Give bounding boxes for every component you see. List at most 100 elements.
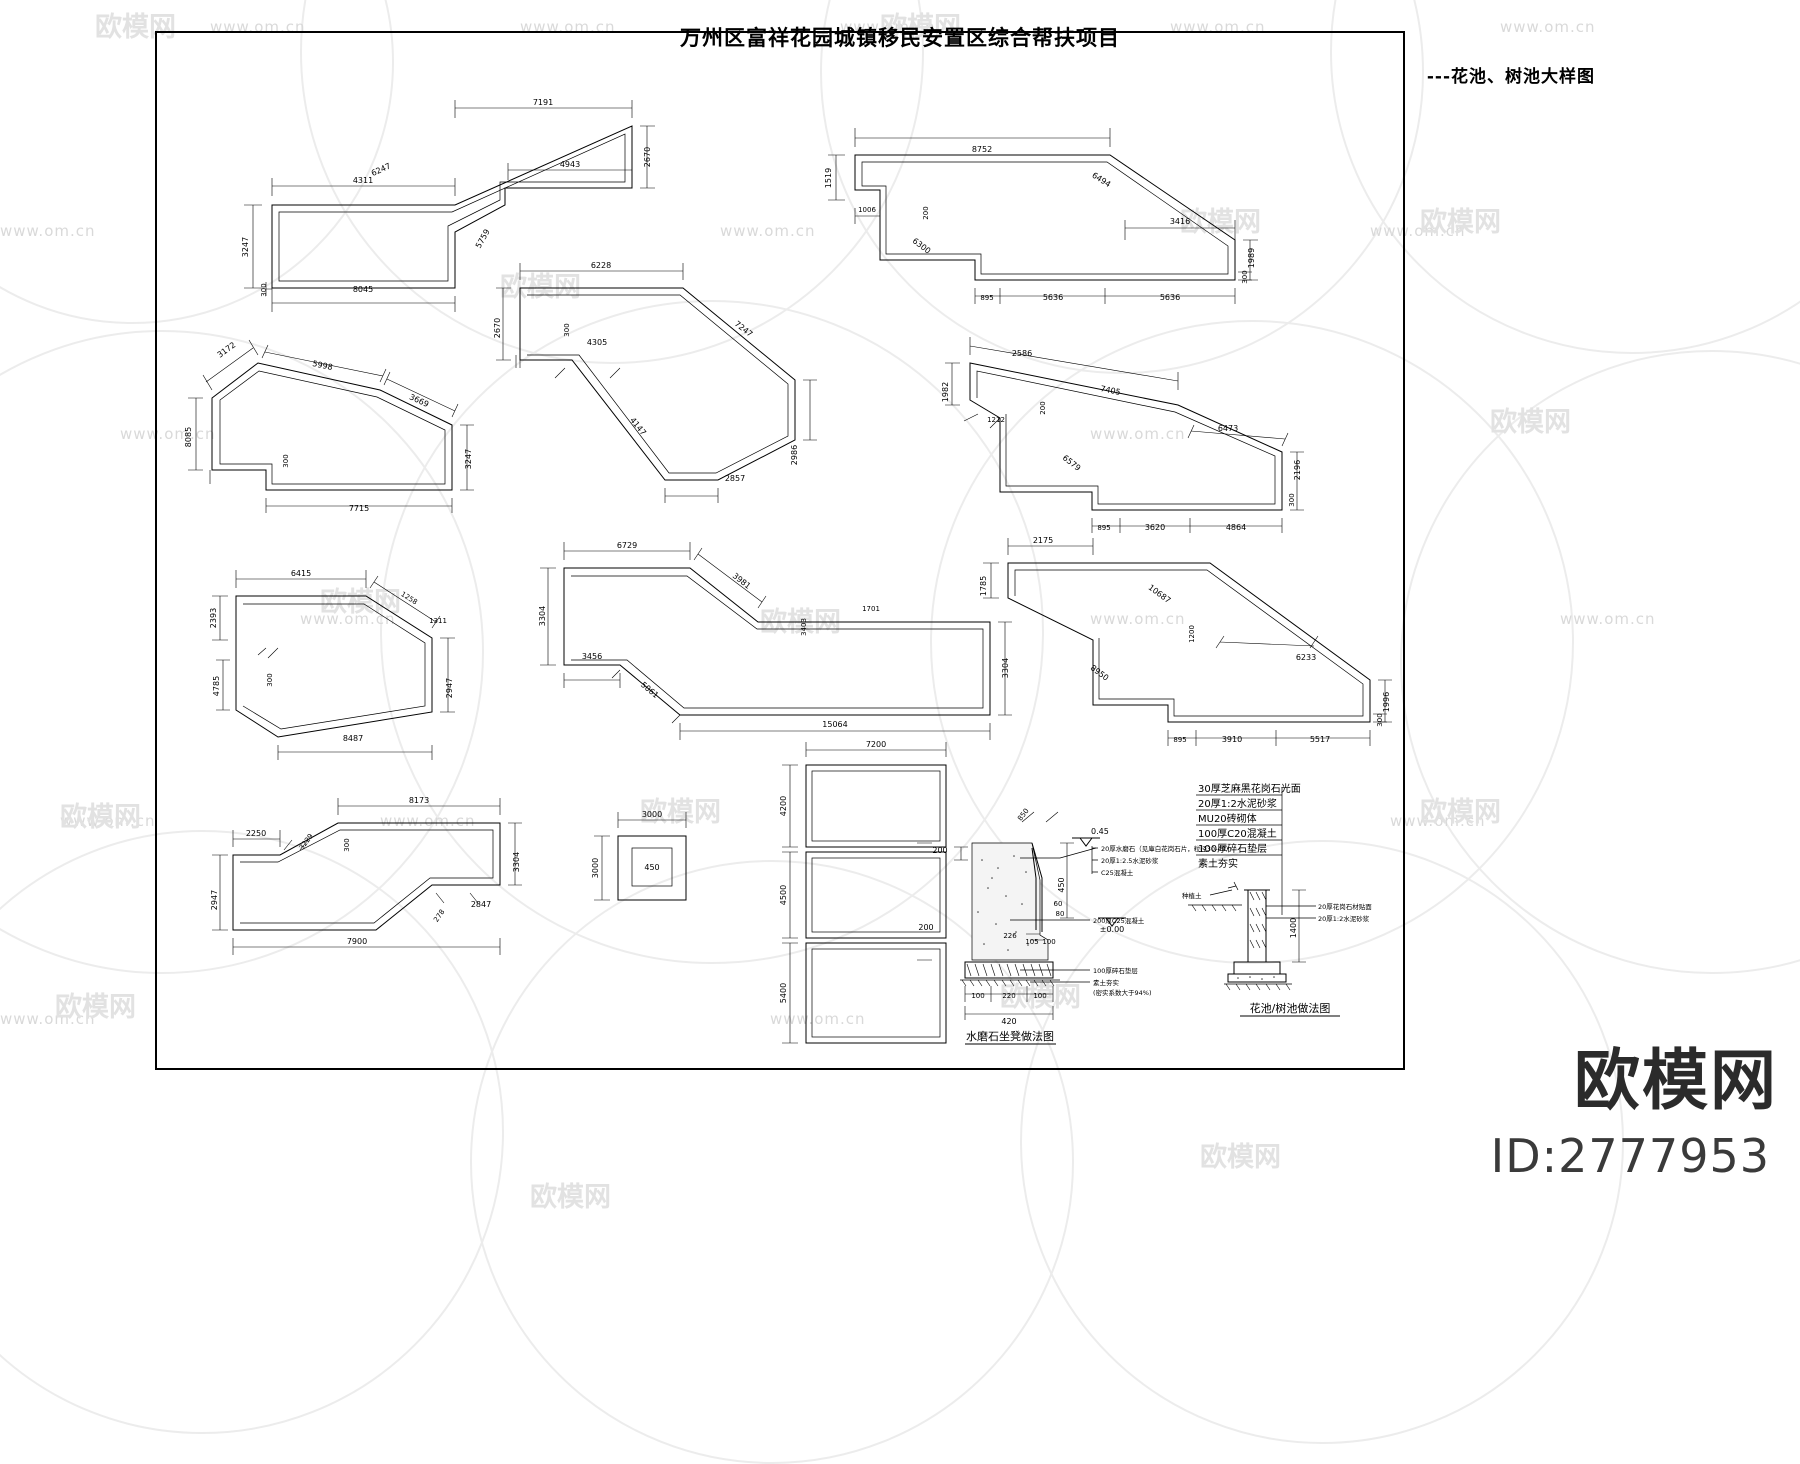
dim-label: 6494 [1090, 171, 1112, 189]
dim-label: 226 [1003, 932, 1017, 940]
dim-label: 7715 [349, 504, 369, 513]
planter-outline-5: 2586 1982 7405 1212 200 6579 6473 2196 3… [941, 337, 1304, 533]
dim-label: 1989 [1247, 248, 1256, 268]
planter-outline-9: 8173 3229 2250 300 3304 2947 2847 278 79… [210, 796, 522, 955]
material-note: 30厚芝麻黑花岗石光面 [1198, 782, 1301, 795]
dim-label: 3000 [591, 858, 600, 878]
dim-label: 7191 [533, 98, 553, 107]
dim-label: 3172 [216, 340, 238, 359]
dim-label: 6228 [591, 261, 611, 270]
dim-label: 2670 [643, 147, 652, 167]
dim-label: 8950 [1089, 663, 1111, 682]
dim-label: 6415 [291, 569, 311, 578]
planter-outline-6: 6415 2393 1258 1311 300 4785 2947 8487 [209, 569, 455, 760]
dim-label: 300 [266, 673, 274, 686]
planter-outline-1: 7191 4311 4943 3247 8045 2670 300 6247 5… [241, 98, 655, 312]
dim-label: 300 [1241, 270, 1249, 283]
dim-label: 2947 [210, 890, 219, 910]
bench-note: 200厚C25混凝土 [1093, 916, 1145, 925]
dim-label: 6473 [1218, 424, 1238, 433]
dim-label: 2586 [1012, 349, 1032, 358]
material-note: 100厚碎石垫层 [1198, 842, 1267, 855]
dim-label: 4311 [353, 176, 373, 185]
dim-label: 3456 [582, 652, 602, 661]
dim-label: 300 [282, 454, 290, 467]
dim-label: 5636 [1043, 293, 1063, 302]
planter-grid-column: 7200 4200 4500 5400 200 [779, 740, 968, 1044]
dim-label: 7247 [733, 319, 755, 339]
cad-drawing-canvas: 7191 4311 4943 3247 8045 2670 300 6247 5… [184, 98, 1392, 1045]
dim-label: 8752 [972, 145, 992, 154]
dim-label: 4305 [587, 338, 607, 347]
dim-label: 2393 [209, 608, 218, 628]
dim-label: 278 [432, 908, 446, 924]
dim-label: 1212 [987, 416, 1005, 424]
dim-label: 100 [1042, 938, 1055, 946]
dim-label: 1400 [1289, 918, 1298, 938]
dim-label: 3304 [1001, 658, 1010, 678]
dim-label: 10687 [1147, 583, 1173, 605]
dim-label: 3000 [642, 810, 662, 819]
dim-label: 3669 [408, 392, 430, 409]
dim-label: 3416 [1170, 217, 1190, 226]
dim-label: 6729 [617, 541, 637, 550]
dim-label: 3304 [512, 852, 521, 872]
dim-label: 4943 [560, 160, 580, 169]
dim-label: 2670 [493, 318, 502, 338]
dim-label: 300 [1288, 493, 1296, 506]
dim-label: 895 [1097, 524, 1110, 532]
bench-note: 素土夯实 [1093, 978, 1120, 987]
dim-label: 450 [1057, 877, 1066, 892]
dim-label: 3304 [538, 606, 547, 626]
id-watermark: ID:2777953 [1490, 1129, 1770, 1183]
dim-label: 8173 [409, 796, 429, 805]
bench-note: 20厚水磨石（见庫白花岗石片，粒径30-40） [1101, 844, 1232, 853]
material-note: 素土夯实 [1198, 857, 1238, 870]
dim-label: 2250 [246, 829, 266, 838]
dim-label: 450 [644, 863, 659, 872]
dim-label: 7200 [866, 740, 886, 749]
dim-label: 100 [1033, 992, 1046, 1000]
dim-label: 6579 [1061, 453, 1083, 473]
bench-note: 20厚1:2.5水泥砂浆 [1101, 856, 1159, 865]
dim-label: 5061 [639, 680, 660, 700]
dim-label: 200 [922, 206, 930, 219]
dim-label: 1785 [979, 576, 988, 596]
dim-label: 80 [1056, 910, 1065, 918]
dim-label: 5400 [779, 983, 788, 1003]
dim-label: 1982 [941, 382, 950, 402]
tree-pool-square: 3000 3000 450 [591, 810, 687, 901]
dim-label: 200 [932, 846, 947, 855]
dim-label: 3247 [241, 237, 250, 257]
planter-outline-4: 6228 2670 300 4305 7247 4147 2986 2857 [493, 261, 817, 503]
dim-label: 5998 [312, 359, 334, 372]
planter-outline-2: 8752 1519 1006 200 6300 6494 3416 1989 3… [824, 128, 1258, 304]
planter-detail-caption: 花池/树池做法图 [1250, 1001, 1331, 1015]
planter-outline-7: 6729 3304 3981 3403 1701 3304 3456 5061 … [538, 541, 1012, 740]
dim-label: 1701 [862, 605, 880, 613]
dim-label: 1200 [1188, 625, 1196, 643]
planter-note: 20厚花岗石材贴面 [1318, 902, 1372, 911]
dim-label: 300 [1376, 713, 1384, 726]
dim-label: 300 [563, 323, 571, 336]
page-title: 万州区富祥花园城镇移民安置区综合帮扶项目 [680, 26, 1120, 50]
dim-label: 200 [1039, 401, 1047, 414]
dim-label: 200 [918, 923, 933, 932]
dim-label: 220 [1002, 992, 1015, 1000]
dim-label: 1519 [824, 168, 833, 188]
dim-label: 2947 [445, 678, 454, 698]
dim-label: 1006 [858, 206, 876, 214]
dim-label: 3403 [800, 618, 808, 636]
drawing-sheet-border [155, 31, 1405, 1070]
planter-outline-3: 3172 5998 3669 8085 300 3247 7715 [184, 339, 474, 513]
dim-label: 2857 [725, 474, 745, 483]
material-note: 100厚C20混凝土 [1198, 827, 1277, 840]
dim-label: 895 [980, 294, 993, 302]
dim-label: 100 [971, 992, 984, 1000]
bench-section-detail: 0.45 ±0.00 450 200 100 220 100 420 850 2… [917, 807, 1232, 1045]
dim-label: 5636 [1160, 293, 1180, 302]
bench-note: C25混凝土 [1101, 868, 1134, 877]
dim-label: 5517 [1310, 735, 1330, 744]
dim-label: 4785 [212, 676, 221, 696]
dim-label: 300 [343, 838, 351, 851]
